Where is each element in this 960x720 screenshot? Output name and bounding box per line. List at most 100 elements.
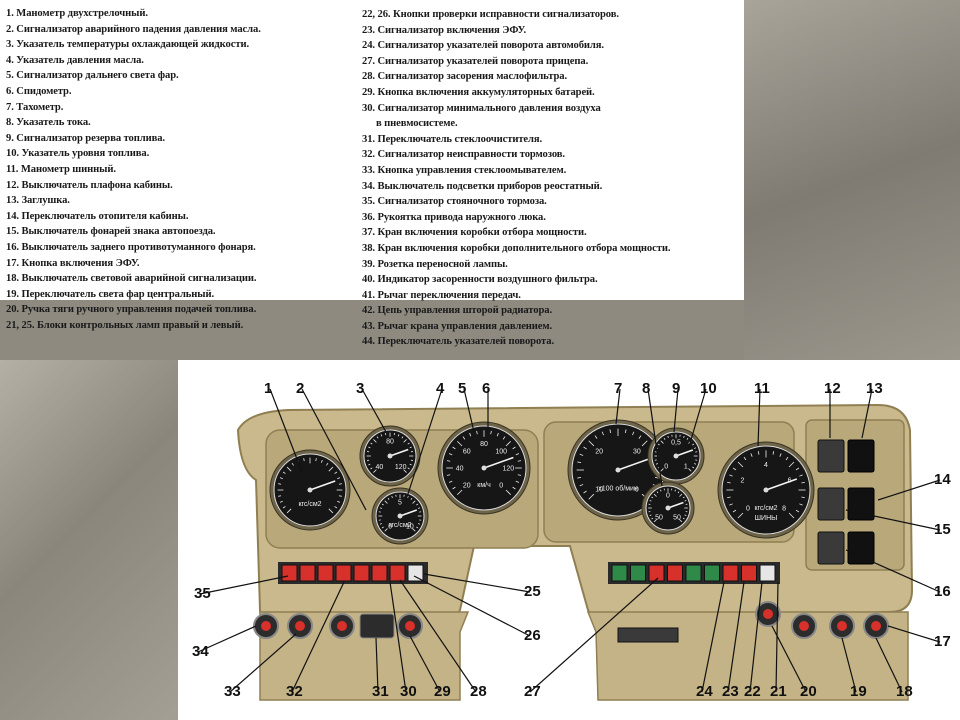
dial-hub (397, 513, 403, 519)
dial-tick (601, 431, 604, 436)
rocker-switch[interactable] (817, 439, 845, 473)
dial-tick (682, 496, 685, 499)
dial-tick (651, 496, 654, 499)
dial-unit-label: км/ч (477, 482, 491, 489)
dial-tick (674, 489, 676, 492)
dial-tick (476, 430, 478, 435)
leader-line (749, 581, 763, 693)
dial-tick-label: 10 (406, 523, 414, 530)
dial-tick (732, 467, 737, 471)
dial-tick (785, 456, 789, 461)
dial-tick (409, 463, 412, 466)
dial-tick (779, 453, 782, 457)
dial-tick (583, 490, 587, 494)
socket-cap (337, 621, 347, 631)
dial-tick (732, 509, 737, 513)
blank-plug (847, 439, 875, 473)
callout-number: 16 (934, 583, 951, 600)
wiper-switch[interactable] (359, 613, 395, 639)
dial-tick (772, 451, 775, 455)
dial-tick (694, 463, 697, 465)
dial-tick (380, 434, 383, 437)
dial-tick (291, 462, 294, 466)
dial-tick (370, 467, 373, 470)
legend-item: 6. Спидометр. (6, 85, 72, 97)
dial-tick-label: 40 (456, 466, 464, 473)
dial-tick (407, 442, 410, 445)
legend-item: 17. Кнопка включения ЭФУ. (6, 257, 140, 269)
dial-tick (649, 514, 652, 516)
warning-lamp (281, 564, 298, 582)
dial-tick (692, 443, 695, 446)
dial-tick (692, 466, 695, 469)
legend-item: 16. Выключатель заднего противотуманного… (6, 241, 256, 253)
leader-line (875, 637, 903, 693)
warning-lamp (389, 564, 406, 582)
dial-tick-label: 40 (375, 464, 383, 471)
legend-item: 34. Выключатель подсветки приборов реост… (362, 180, 603, 192)
leader-line (771, 625, 807, 693)
dial-tick (653, 519, 657, 523)
dial-tick (795, 467, 800, 471)
dial-tick (515, 453, 520, 456)
dial-tick (368, 463, 371, 466)
dial-tick (328, 508, 334, 514)
dial-tick (677, 491, 680, 494)
dial-hub (665, 505, 671, 511)
dial-tick-label: 4 (764, 462, 768, 469)
dial-tick (594, 435, 598, 439)
efu-button-cap (871, 621, 881, 631)
callout-number: 12 (824, 380, 841, 397)
leader-line (399, 579, 477, 693)
callout-number: 5 (458, 380, 466, 397)
callout-number: 18 (896, 683, 913, 700)
dial-tick (315, 458, 317, 462)
legend-item: 1. Манометр двухстрелочный. (6, 8, 148, 19)
leader-line (375, 637, 379, 693)
rocker-switch[interactable] (817, 531, 845, 565)
dial-tick-label: 80 (480, 441, 488, 448)
dial-tick (579, 453, 584, 456)
dial-tick (577, 461, 582, 464)
leader-line (291, 581, 345, 693)
callout-number: 32 (286, 683, 303, 700)
callout-number: 26 (524, 627, 541, 644)
leader-line (775, 581, 779, 693)
legend-item: 21, 25. Блоки контрольных ламп правый и … (6, 319, 244, 331)
rocker-switch[interactable] (847, 531, 875, 565)
legend-item: 32. Сигнализатор неисправности тормозов. (362, 149, 565, 161)
dial-tick (505, 489, 512, 496)
dial-caption: ШИНЫ (755, 515, 778, 522)
warning-lamp[interactable] (407, 564, 424, 582)
dial-tick (379, 507, 382, 509)
legend-item: 14. Переключатель отопителя кабины. (6, 210, 189, 222)
dial-needle (389, 448, 409, 457)
rocker-switch[interactable] (817, 487, 845, 521)
legend-item: 36. Рукоятка привода наружного люка. (362, 211, 546, 223)
leader-line (405, 388, 443, 501)
dial-tick-label: 10 (595, 486, 603, 493)
dial-tick (737, 461, 744, 468)
legend-item: 27. Сигнализатор указателей поворота при… (362, 55, 589, 67)
dial-tick (370, 442, 373, 445)
dial-hub (673, 453, 679, 459)
warning-lamp[interactable] (759, 564, 776, 582)
dial-tick (694, 447, 697, 449)
dial-needle (675, 449, 694, 457)
legend-item: 20. Ручка тяги ручного управления подаче… (6, 304, 257, 316)
hand-throttle-knob-cap (763, 609, 773, 619)
dial-tick (469, 432, 472, 437)
legend-item: 22, 26. Кнопки проверки исправности сигн… (362, 9, 619, 20)
dial-tick (660, 489, 662, 492)
dial-tick (799, 474, 803, 477)
leader-line (361, 388, 387, 433)
dial-tick (517, 474, 522, 476)
callout-number: 6 (482, 380, 490, 397)
dial-tick (649, 500, 652, 502)
dial-tick (688, 468, 692, 472)
dial-tick (496, 432, 499, 437)
dial-tick-label: 50 (673, 515, 681, 522)
dial-needle (667, 501, 684, 509)
dial-tick (609, 429, 612, 434)
